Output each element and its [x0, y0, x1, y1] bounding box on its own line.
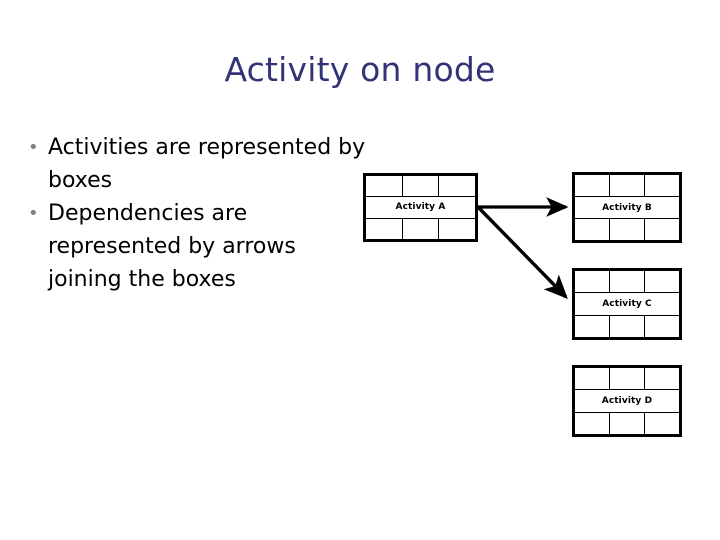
list-item-label: Activities are represented by boxes [48, 135, 366, 193]
node-cell [575, 271, 609, 292]
activity-label: Activity C [602, 298, 652, 309]
node-row-top [575, 368, 679, 390]
activity-node-d: Activity D [572, 365, 682, 437]
node-cell [644, 412, 679, 434]
node-cell [366, 219, 402, 239]
node-cell [575, 219, 609, 240]
node-row-bottom [575, 412, 679, 434]
node-cell [644, 315, 679, 337]
node-cell [644, 271, 679, 293]
node-row-middle: Activity B [575, 196, 679, 219]
node-row-middle: Activity D [575, 389, 679, 413]
node-row-middle: Activity A [366, 196, 475, 219]
node-cell [644, 175, 679, 196]
node-cell [438, 176, 475, 197]
node-row-top [575, 271, 679, 293]
node-row-bottom [366, 218, 475, 239]
node-row-bottom [575, 219, 679, 240]
activity-label: Activity A [395, 202, 446, 213]
node-cell [609, 219, 644, 240]
bullet-icon: • [28, 137, 39, 158]
arrow-a-to-c [476, 205, 568, 299]
node-cell [609, 175, 644, 196]
node-row-middle: Activity C [575, 292, 679, 316]
node-cell [401, 218, 439, 239]
node-cell [366, 176, 402, 196]
bullet-icon: • [28, 203, 39, 224]
bullet-list: • Activities are represented by boxes • … [28, 131, 368, 296]
node-cell [575, 316, 609, 337]
activity-node-a: Activity A [363, 173, 478, 242]
node-cell [609, 412, 644, 434]
activity-label: Activity B [602, 202, 652, 213]
list-item: • Dependencies are represented by arrows… [28, 197, 368, 296]
node-cell [401, 176, 439, 197]
node-cell [609, 368, 644, 390]
node-cell [609, 315, 644, 337]
node-row-bottom [575, 315, 679, 337]
node-cell [575, 413, 609, 434]
activity-node-c: Activity C [572, 268, 682, 340]
node-row-top [366, 176, 475, 197]
list-item: • Activities are represented by boxes [28, 131, 368, 197]
node-cell [575, 175, 609, 196]
list-item-label: Dependencies are represented by arrows j… [48, 201, 296, 292]
node-cell [644, 368, 679, 390]
activity-label: Activity D [601, 395, 653, 406]
page-title: Activity on node [224, 50, 496, 89]
node-row-top [575, 175, 679, 196]
activity-node-b: Activity B [572, 172, 682, 243]
node-cell [575, 368, 609, 389]
node-cell [609, 271, 644, 293]
node-cell [438, 218, 475, 239]
node-cell [644, 219, 679, 240]
